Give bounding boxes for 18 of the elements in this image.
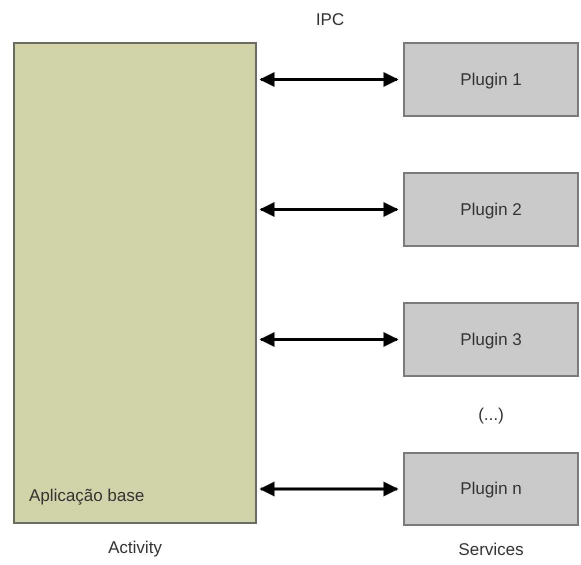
text-label: (...): [478, 405, 504, 425]
plugin-box: [403, 452, 579, 526]
node-label: Activity: [108, 538, 162, 558]
double-arrow: [260, 72, 398, 87]
double-arrow: [260, 482, 398, 496]
double-arrow: [260, 202, 398, 217]
text-label: IPC: [316, 10, 344, 30]
double-arrow: [260, 332, 398, 347]
plugin-box: [403, 302, 579, 377]
plugin-box: [403, 42, 579, 117]
text-label: Services: [458, 540, 524, 560]
box-label: Aplicação base: [29, 486, 144, 506]
box-label: Plugin 1: [460, 70, 522, 90]
application-box: [13, 42, 257, 524]
box-label: Plugin 2: [460, 200, 522, 220]
plugin-box: [403, 172, 579, 247]
box-label: Plugin n: [460, 479, 522, 499]
box-label: Plugin 3: [460, 330, 522, 350]
